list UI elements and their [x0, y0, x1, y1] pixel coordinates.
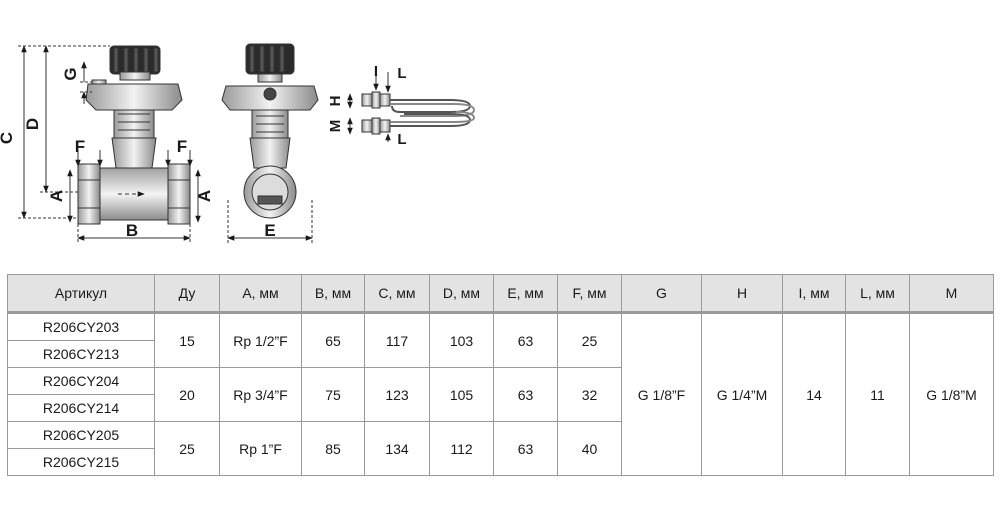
col-header-a: A, мм: [219, 274, 302, 313]
label-g: G: [61, 67, 80, 80]
article-cell: R206CY203: [7, 311, 155, 341]
col-header-l: L, мм: [845, 274, 910, 313]
b-cell: 85: [301, 421, 365, 476]
side-view-dimensions: [227, 200, 313, 244]
c-cell: 117: [364, 311, 430, 368]
article-cell: R206CY204: [7, 367, 155, 395]
e-cell: 63: [493, 311, 558, 368]
valve-dimension-drawing: C D G A A F F B E: [0, 43, 476, 244]
col-header-h: H: [701, 274, 783, 313]
label-b: B: [126, 221, 138, 240]
valve-side-view: [221, 43, 319, 219]
label-a-right: A: [195, 190, 214, 202]
label-l-bottom: L: [397, 131, 406, 148]
d-cell: 105: [429, 367, 494, 422]
table-header-row: Артикул Ду A, мм B, мм C, мм D, мм E, мм…: [7, 274, 994, 313]
label-l-top: L: [397, 65, 406, 82]
d-cell: 103: [429, 311, 494, 368]
du-cell: 15: [154, 311, 220, 368]
m-cell: G 1/8”M: [909, 311, 994, 476]
col-header-e: E, мм: [493, 274, 558, 313]
col-header-du: Ду: [154, 274, 220, 313]
i-cell: 14: [782, 311, 846, 476]
l-cell: 11: [845, 311, 910, 476]
article-cell: R206CY214: [7, 394, 155, 422]
label-c: C: [0, 132, 16, 144]
h-cell: G 1/4”M: [701, 311, 783, 476]
f-cell: 40: [557, 421, 622, 476]
a-cell: Rp 1”F: [219, 421, 302, 476]
label-d: D: [23, 118, 42, 130]
label-e: E: [264, 221, 275, 240]
article-cell: R206CY213: [7, 340, 155, 368]
valve-drawing-svg: C D G A A F F B E: [0, 43, 476, 244]
b-cell: 65: [301, 311, 365, 368]
col-header-d: D, мм: [429, 274, 494, 313]
article-cell: R206CY205: [7, 421, 155, 449]
a-cell: Rp 1/2”F: [219, 311, 302, 368]
col-header-m: M: [909, 274, 994, 313]
e-cell: 63: [493, 367, 558, 422]
e-cell: 63: [493, 421, 558, 476]
valve-front-view: [77, 45, 191, 225]
f-cell: 32: [557, 367, 622, 422]
spec-table: Артикул Ду A, мм B, мм C, мм D, мм E, мм…: [7, 274, 994, 476]
table-row: R206CY204 20 Rp 3/4”F 75 123 105 63 32: [7, 367, 994, 422]
label-h: H: [327, 96, 344, 107]
table-row: R206CY214: [7, 394, 994, 422]
label-f-left: F: [75, 137, 85, 156]
table-row: R206CY205 25 Rp 1”F 85 134 112 63 40: [7, 421, 994, 476]
label-a-left: A: [47, 190, 66, 202]
d-cell: 112: [429, 421, 494, 476]
col-header-article: Артикул: [7, 274, 155, 313]
col-header-b: B, мм: [301, 274, 365, 313]
g-cell: G 1/8”F: [621, 311, 702, 476]
col-header-g: G: [621, 274, 702, 313]
du-cell: 25: [154, 421, 220, 476]
f-cell: 25: [557, 311, 622, 368]
article-cell: R206CY215: [7, 448, 155, 476]
table-row: R206CY215: [7, 448, 994, 476]
front-view-dimensions: [18, 45, 201, 244]
table-row: R206CY203 15 Rp 1/2”F 65 117 103 63 25 G…: [7, 311, 994, 476]
c-cell: 123: [364, 367, 430, 422]
label-i: I: [374, 63, 378, 80]
nipple-dimensions: [347, 72, 391, 142]
col-header-f: F, мм: [557, 274, 622, 313]
measuring-nipples-detail: [361, 91, 476, 135]
col-header-i: I, мм: [782, 274, 846, 313]
label-m: M: [327, 120, 344, 133]
du-cell: 20: [154, 367, 220, 422]
label-f-right: F: [177, 137, 187, 156]
b-cell: 75: [301, 367, 365, 422]
a-cell: Rp 3/4”F: [219, 367, 302, 422]
c-cell: 134: [364, 421, 430, 476]
col-header-c: C, мм: [364, 274, 430, 313]
